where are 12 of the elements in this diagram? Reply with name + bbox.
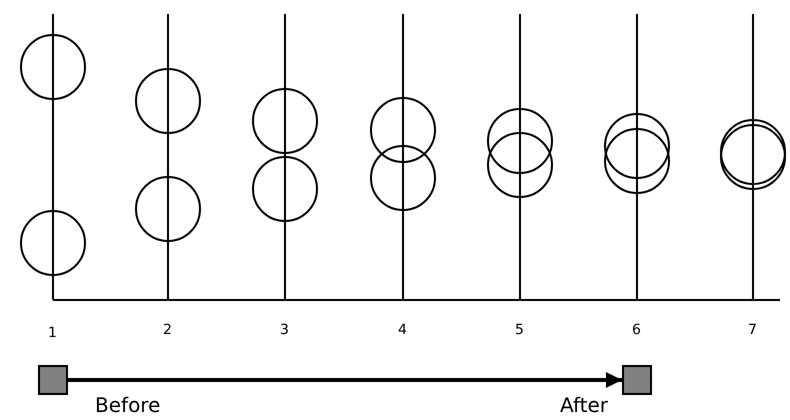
axis-number: 3 [280,322,289,338]
axis-number: 7 [748,322,757,338]
axis-number: 1 [48,325,57,341]
arrow [68,372,622,388]
axis-number: 2 [163,322,172,338]
axis-number: 5 [515,322,524,338]
square-marker [38,365,68,395]
stage-caption: After [560,393,608,417]
axis-number: 4 [398,322,407,338]
axis-number: 6 [632,322,641,338]
square-marker [622,365,652,395]
stage-caption: Before [95,393,160,417]
